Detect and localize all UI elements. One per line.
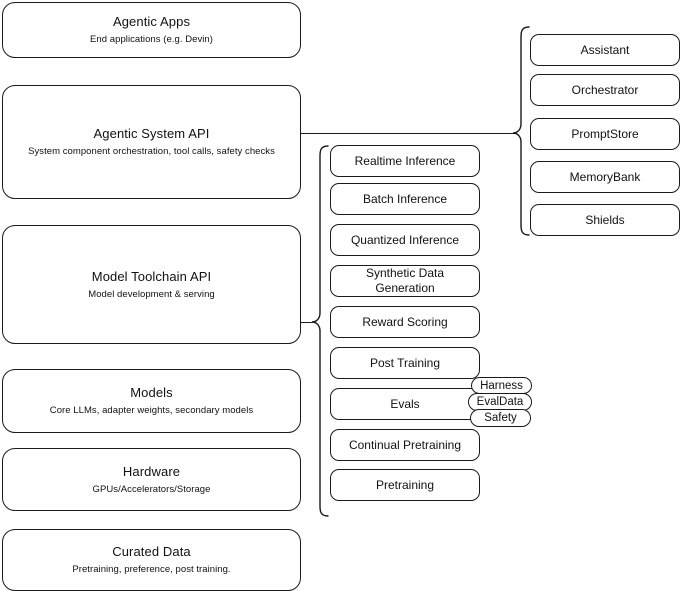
layer-subtitle: End applications (e.g. Devin) [90,34,213,45]
layer-card-agentic-system-api[interactable]: Agentic System API System component orch… [2,85,301,199]
layer-subtitle: Core LLMs, adapter weights, secondary mo… [49,405,254,416]
capability-evals[interactable]: Evals [330,388,480,420]
layer-title: Models [130,385,173,400]
layer-card-hardware[interactable]: Hardware GPUs/Accelerators/Storage [2,448,301,511]
layer-title: Curated Data [112,544,191,559]
layer-card-agentic-apps[interactable]: Agentic Apps End applications (e.g. Devi… [2,2,301,58]
capability-pretraining[interactable]: Pretraining [330,469,480,501]
layer-title: Hardware [122,463,181,479]
capability-batch-inference[interactable]: Batch Inference [330,183,480,215]
layer-title: Model Toolchain API [91,268,212,284]
layer-subtitle: GPUs/Accelerators/Storage [92,483,211,495]
evals-badge-harness[interactable]: Harness [471,377,532,394]
brace-toolchain-capabilities [311,145,329,517]
component-orchestrator[interactable]: Orchestrator [530,74,680,106]
layer-subtitle: Pretraining, preference, post training. [72,564,231,575]
layer-card-model-toolchain-api[interactable]: Model Toolchain API Model development & … [2,225,301,344]
layer-title: Agentic Apps [112,14,191,29]
component-promptstore[interactable]: PromptStore [530,118,680,150]
connector-toolchain-api-to-capabilities [301,322,313,323]
capability-post-training[interactable]: Post Training [330,347,480,379]
capability-reward-scoring[interactable]: Reward Scoring [330,306,480,338]
component-memorybank[interactable]: MemoryBank [530,161,680,193]
capability-continual-pretraining[interactable]: Continual Pretraining [330,429,480,461]
component-shields[interactable]: Shields [530,204,680,236]
brace-system-components [512,26,530,236]
layer-subtitle: System component orchestration, tool cal… [28,146,275,157]
capability-realtime-inference[interactable]: Realtime Inference [330,145,480,177]
evals-badge-safety[interactable]: Safety [470,409,531,427]
component-assistant[interactable]: Assistant [530,34,680,66]
capability-quantized-inference[interactable]: Quantized Inference [330,224,480,256]
connector-system-api-to-components [301,133,516,134]
layer-subtitle: Model development & serving [88,288,215,300]
capability-synthetic-data-generation[interactable]: Synthetic Data Generation [330,265,480,297]
layer-card-curated-data[interactable]: Curated Data Pretraining, preference, po… [2,529,301,591]
layer-card-models[interactable]: Models Core LLMs, adapter weights, secon… [2,369,301,433]
layer-title: Agentic System API [93,126,210,141]
